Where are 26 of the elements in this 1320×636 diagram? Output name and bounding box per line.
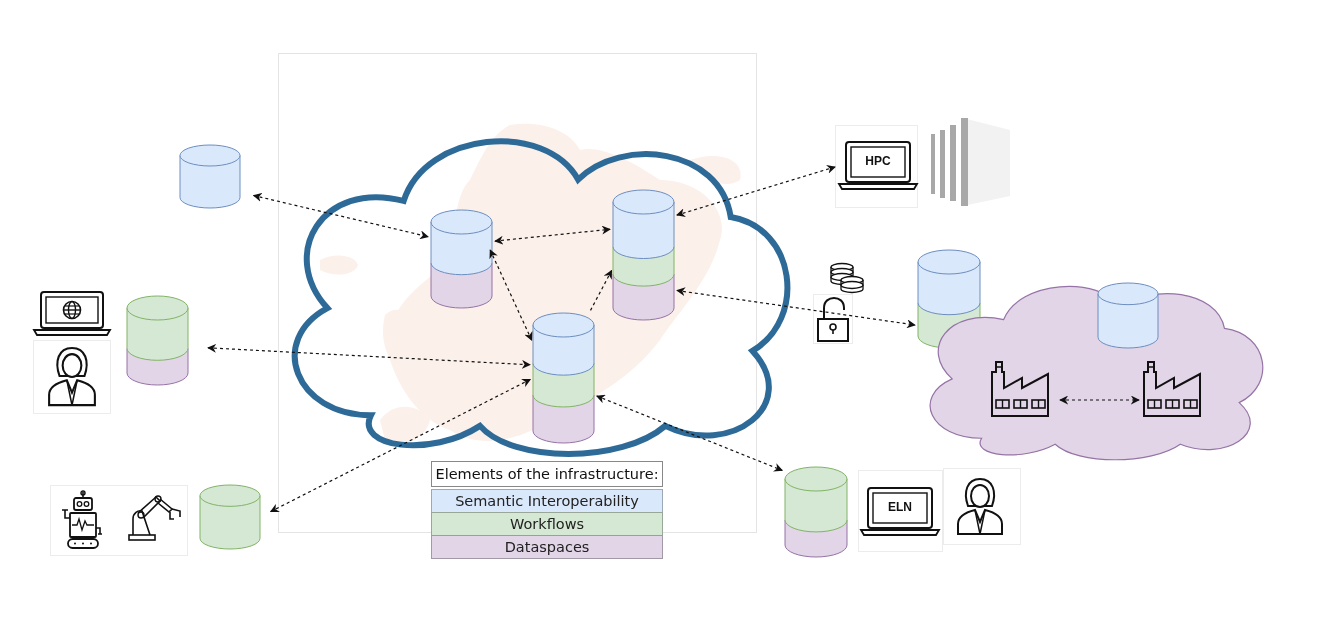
- legend-title: Elements of the infrastructure:: [431, 461, 663, 487]
- database-cylinder: [127, 296, 188, 385]
- database-cylinder: [1098, 283, 1158, 348]
- dashed-arrow: [1059, 395, 1140, 405]
- legend-row: Workflows: [431, 512, 663, 536]
- dashed-arrow: [589, 269, 613, 311]
- factory-icon: [990, 358, 1050, 418]
- dashed-arrow: [676, 287, 916, 329]
- database-cylinder: [533, 313, 594, 443]
- legend-row: Semantic Interoperability: [431, 489, 663, 513]
- legend-row: Dataspaces: [431, 535, 663, 559]
- screen-label: ELN: [887, 500, 913, 514]
- database-cylinder: [785, 467, 847, 557]
- database-cylinder: [431, 210, 492, 308]
- database-cylinder: [200, 485, 260, 549]
- database-cylinder: [180, 145, 240, 208]
- dashed-arrow: [207, 343, 531, 369]
- dashed-arrow: [489, 249, 533, 341]
- factory-icon: [1142, 358, 1202, 418]
- dashed-arrow: [676, 164, 836, 218]
- dashed-arrow: [494, 225, 611, 245]
- screen-label: HPC: [864, 154, 892, 168]
- dashed-arrow: [252, 193, 429, 240]
- dashed-arrow: [595, 394, 784, 472]
- dashed-arrow: [269, 378, 532, 513]
- database-cylinder: [613, 190, 674, 320]
